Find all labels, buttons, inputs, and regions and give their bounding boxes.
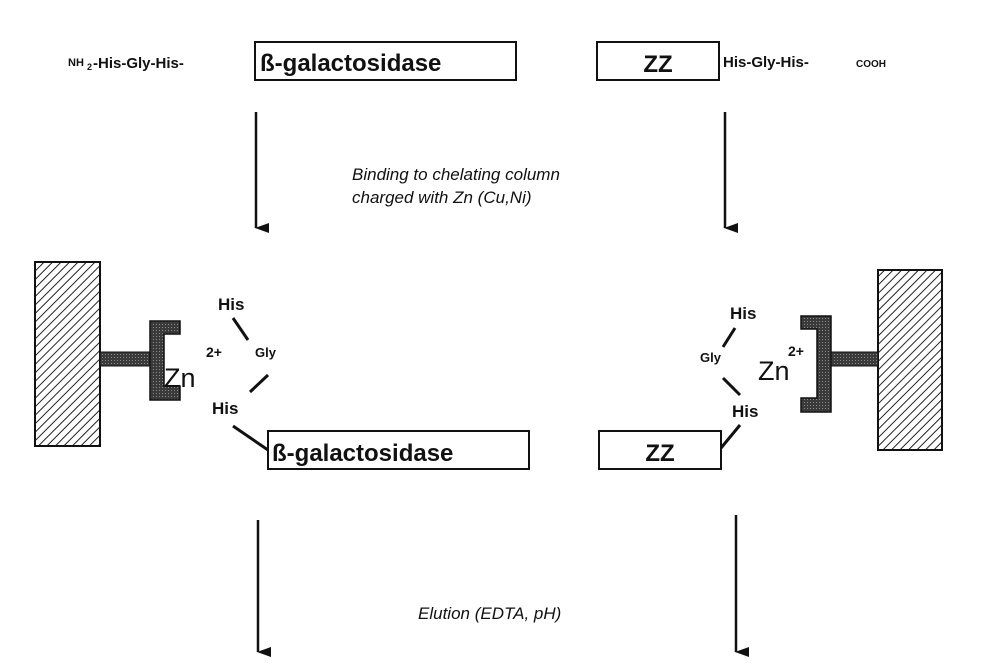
n-terminal-tag-sequence: -His-Gly-His- [93,55,184,72]
left-bound-complex: Zn 2+ His Gly His ß-galactosidase [34,261,530,470]
gly-left: Gly [255,345,277,360]
bond-his-protein-right [719,424,742,449]
beta-galactosidase-box-top [254,41,517,81]
linker-arm-left [99,351,153,367]
nh2-subscript: 2 [87,62,92,72]
elution-caption: Elution (EDTA, pH) [418,604,561,623]
beta-galactosidase-label-top: ß-galactosidase [260,50,441,77]
zz-label-top: ZZ [643,51,672,78]
zn-charge-left: 2+ [206,344,222,360]
column-matrix-right [877,269,943,451]
chelator-bracket-right [800,315,832,413]
his-top-left: His [218,295,244,314]
bond-his-gly-left [231,317,250,341]
zz-label-bound: ZZ [645,440,674,467]
chelator-bracket-left [149,320,181,401]
his-bottom-right: His [732,402,758,421]
binding-caption-line2: charged with Zn (Cu,Ni) [352,188,532,207]
zz-box-bound [598,430,722,470]
bond-his-gly-right [721,327,737,348]
left-fusion-construct: NH 2 -His-Gly-His- ß-galactosidase [68,41,517,81]
bond-gly-his-right [721,376,742,397]
beta-galactosidase-box-bound [267,430,530,470]
his-top-right: His [730,304,756,323]
linker-arm-right [829,351,879,367]
c-terminal-tag-sequence: His-Gly-His- [723,54,809,71]
nh2-label: NH [68,57,84,69]
bond-his-protein-left [232,424,269,452]
zn-ion-label-right: Zn [758,356,790,386]
cooh-label: COOH [856,59,886,70]
right-fusion-construct: ZZ His-Gly-His- COOH [596,41,886,81]
beta-galactosidase-label-bound: ß-galactosidase [272,440,453,467]
zz-box-top [596,41,720,81]
zn-ion-label-left: Zn [164,363,196,393]
column-matrix-left [34,261,101,447]
binding-caption-line1: Binding to chelating column [352,165,560,184]
zn-charge-right: 2+ [788,343,804,359]
bond-gly-his-left [248,373,270,394]
his-bottom-left: His [212,399,238,418]
right-bound-complex: Zn 2+ His Gly His ZZ [598,269,943,470]
gly-right: Gly [700,350,722,365]
